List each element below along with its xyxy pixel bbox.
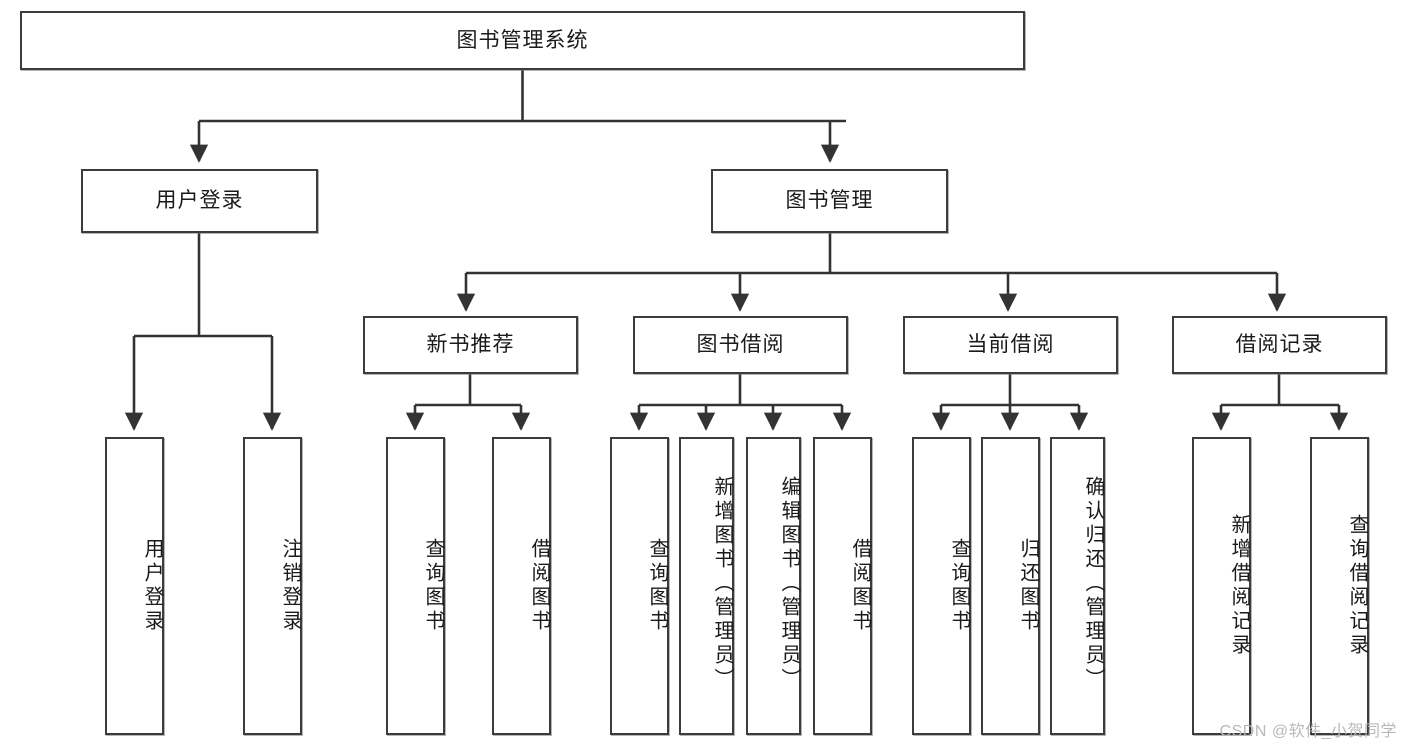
leaf-book-borrow-edit-book[interactable]: 编辑图书（管理员） xyxy=(746,437,801,735)
leaf-book-borrow-query-book[interactable]: 查询图书 xyxy=(610,437,669,735)
leaf-borrow-records-query-record-label: 查询借阅记录 xyxy=(1346,514,1368,658)
leaf-new-book-query-book-label: 查询图书 xyxy=(422,538,444,634)
leaf-user-login-signout[interactable]: 注销登录 xyxy=(243,437,302,735)
node-book-management-label: 图书管理 xyxy=(785,189,874,213)
leaf-user-login-signin[interactable]: 用户登录 xyxy=(105,437,164,735)
leaf-user-login-signout-label: 注销登录 xyxy=(279,538,301,634)
node-user-login-label: 用户登录 xyxy=(155,189,244,213)
leaf-new-book-query-book[interactable]: 查询图书 xyxy=(386,437,445,735)
node-current-borrow-label: 当前借阅 xyxy=(966,333,1055,357)
leaf-book-borrow-add-book-label: 新增图书（管理员） xyxy=(711,476,733,692)
leaf-book-borrow-borrow-book[interactable]: 借阅图书 xyxy=(813,437,872,735)
leaf-new-book-borrow-book[interactable]: 借阅图书 xyxy=(492,437,551,735)
leaf-current-borrow-confirm-return-label: 确认归还（管理员） xyxy=(1082,476,1104,692)
leaf-current-borrow-query-book[interactable]: 查询图书 xyxy=(912,437,971,735)
node-book-borrow[interactable]: 图书借阅 xyxy=(633,316,848,374)
node-current-borrow[interactable]: 当前借阅 xyxy=(903,316,1118,374)
leaf-current-borrow-return-book[interactable]: 归还图书 xyxy=(981,437,1040,735)
csdn-watermark: CSDN @软件_小贺同学 xyxy=(1219,723,1397,740)
node-book-borrow-label: 图书借阅 xyxy=(696,333,785,357)
leaf-current-borrow-confirm-return[interactable]: 确认归还（管理员） xyxy=(1050,437,1105,735)
leaf-book-borrow-add-book[interactable]: 新增图书（管理员） xyxy=(679,437,734,735)
leaf-book-borrow-borrow-book-label: 借阅图书 xyxy=(849,538,871,634)
leaf-borrow-records-add-record[interactable]: 新增借阅记录 xyxy=(1192,437,1251,735)
node-new-book-recommend-label: 新书推荐 xyxy=(426,333,515,357)
leaf-borrow-records-add-record-label: 新增借阅记录 xyxy=(1228,514,1250,658)
leaf-user-login-signin-label: 用户登录 xyxy=(141,538,163,634)
node-root-system[interactable]: 图书管理系统 xyxy=(20,11,1025,70)
node-root-system-label: 图书管理系统 xyxy=(456,28,589,52)
node-book-management[interactable]: 图书管理 xyxy=(711,169,948,233)
leaf-current-borrow-query-book-label: 查询图书 xyxy=(948,538,970,634)
node-user-login[interactable]: 用户登录 xyxy=(81,169,318,233)
leaf-borrow-records-query-record[interactable]: 查询借阅记录 xyxy=(1310,437,1369,735)
leaf-new-book-borrow-book-label: 借阅图书 xyxy=(528,538,550,634)
leaf-book-borrow-query-book-label: 查询图书 xyxy=(646,538,668,634)
leaf-current-borrow-return-book-label: 归还图书 xyxy=(1017,538,1039,634)
node-borrow-records[interactable]: 借阅记录 xyxy=(1172,316,1387,374)
node-borrow-records-label: 借阅记录 xyxy=(1235,333,1324,357)
leaf-book-borrow-edit-book-label: 编辑图书（管理员） xyxy=(778,476,800,692)
node-new-book-recommend[interactable]: 新书推荐 xyxy=(363,316,578,374)
